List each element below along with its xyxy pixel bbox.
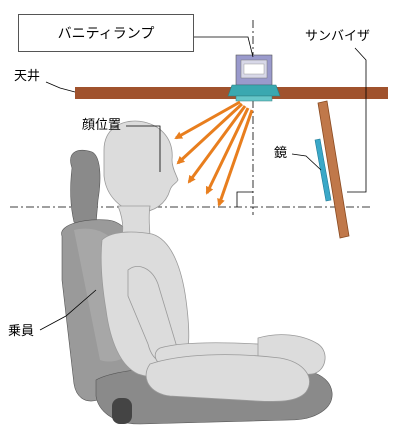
- vanity-lamp-label: バニティランプ: [57, 26, 155, 42]
- leader-face-position: [126, 125, 161, 172]
- right-angle-mark: [236, 191, 253, 207]
- light-rays: [174, 100, 254, 207]
- leader-sun-visor: [347, 47, 367, 193]
- mirror-label: 鏡: [274, 146, 288, 161]
- leader-vanity-lamp: [194, 36, 254, 58]
- mirror: [314, 138, 332, 202]
- vanity-lamp-label-box: バニティランプ: [18, 14, 194, 52]
- leader-lines: [39, 36, 367, 331]
- leader-occupant: [39, 289, 97, 331]
- sun-visor: [317, 100, 350, 239]
- vanity-lamp-icon: [227, 54, 281, 102]
- ceiling-label: 天井: [14, 69, 41, 84]
- face-position-label: 顔位置: [82, 118, 122, 133]
- occupant-figure-icon: [100, 120, 326, 402]
- occupant-label: 乗員: [8, 324, 35, 339]
- leader-ceiling: [45, 81, 76, 93]
- sun-visor-label: サンバイザ: [305, 29, 371, 44]
- leader-mirror: [291, 153, 322, 171]
